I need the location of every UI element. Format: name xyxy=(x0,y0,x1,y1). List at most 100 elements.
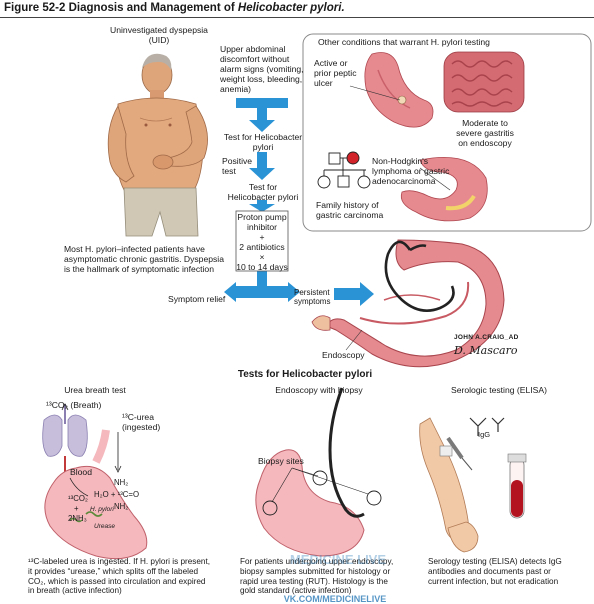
figure-title-text: Diagnosis and Management of xyxy=(68,2,235,14)
watermark-line-2: VK.COM/MEDICINELIVE xyxy=(283,594,387,604)
positive-test-text: Positive test xyxy=(222,156,262,176)
tests-heading: Tests for Helicobacter pylori xyxy=(237,369,373,380)
test2-line: Helicobacter pylori xyxy=(227,192,299,202)
urea-caption-line: it provides “urease,” which splits off t… xyxy=(28,566,199,576)
co2-breath-label: ¹³CO₂ (Breath) xyxy=(46,400,102,410)
urea-caption-line: in breath (active infection) xyxy=(28,586,122,596)
symptoms-line: discomfort without xyxy=(220,54,290,64)
ulcer-line: ulcer xyxy=(314,78,333,88)
urea-caption-line: ¹³C-labeled urea is ingested. If H. pylo… xyxy=(28,557,211,566)
test1-line: Test for Helicobacter xyxy=(223,132,303,142)
lymphoma-line: adenocarcinoma xyxy=(372,176,436,186)
elisa-caption-line: Serology testing (ELISA) detects IgG xyxy=(428,557,562,566)
gastritis-mucosa-illustration xyxy=(443,51,525,113)
illustrator-signature-2: D. Mascaro xyxy=(454,344,518,357)
persistent-line: Persistent xyxy=(294,288,330,297)
ulcer-stomach-illustration xyxy=(349,52,434,128)
test1-line: pylori xyxy=(252,142,274,152)
arrow-down-2 xyxy=(249,152,275,180)
gastritis-label: Moderate to severe gastritis on endoscop… xyxy=(444,118,526,148)
biopsy-caption-line: gold standard (active infection) xyxy=(240,586,352,596)
symptoms-text: Upper abdominal discomfort without alarm… xyxy=(220,44,312,94)
arrow-endoscopy xyxy=(334,282,374,306)
arrow-down-3 xyxy=(249,200,275,212)
symptoms-line: anemia) xyxy=(220,84,252,94)
c-urea-line: ¹³C-urea xyxy=(122,412,154,422)
conditions-box xyxy=(302,33,592,232)
elisa-caption-line: antibodies and documents past or xyxy=(428,566,551,576)
treatment-box xyxy=(235,210,289,272)
treatment-line: Proton pump xyxy=(237,212,287,222)
conditions-heading: Other conditions that warrant H. pylori … xyxy=(318,37,490,47)
figure-label: Figure 52-2 xyxy=(4,2,66,14)
lymphoma-label: Non-Hodgkin's lymphoma or gastric adenoc… xyxy=(372,156,472,186)
treatment-line: + xyxy=(259,232,265,242)
treatment-line: 2 antibiotics xyxy=(239,242,285,252)
urea-test-caption: ¹³C-labeled urea is ingested. If H. pylo… xyxy=(28,557,243,596)
urea-test-illustration xyxy=(42,403,148,560)
patient-caption-line: asymptomatic chronic gastritis. Dyspepsi… xyxy=(64,254,224,264)
water-co-label: H₂O + ¹³C=O xyxy=(94,490,140,499)
family-history-label: Family history of gastric carcinoma xyxy=(316,200,406,220)
biopsy-caption-line: For patients undergoing upper endoscopy, xyxy=(240,557,394,566)
flow-arrows xyxy=(224,98,374,306)
patient-caption-line: Most H. pylori–infected patients have xyxy=(64,244,205,254)
patient-caption-line: is the hallmark of symptomatic infection xyxy=(64,264,214,274)
elisa-heading: Serologic testing (ELISA) xyxy=(450,385,547,395)
ulcer-line: Active or xyxy=(314,58,348,68)
biopsy-caption-line: biopsy samples submitted for histology o… xyxy=(240,566,391,576)
illustrator-signature-1: JOHN A.CRAIG_AD xyxy=(454,334,519,341)
test1-text: Test for Helicobacter pylori xyxy=(218,132,308,152)
symptoms-line: alarm signs (vomiting, xyxy=(220,64,304,74)
co2-stomach-label: ¹³CO₂ xyxy=(68,494,88,503)
treatment-line: 10 to 14 days xyxy=(236,262,288,272)
test2-text: Test for Helicobacter pylori xyxy=(218,182,308,202)
family-line: Family history of xyxy=(316,200,379,210)
lymphoma-line: lymphoma or gastric xyxy=(372,166,450,176)
persistent-line: symptoms xyxy=(294,297,331,306)
treatment-line: × xyxy=(259,252,265,262)
gastritis-line: severe gastritis xyxy=(456,128,514,138)
title-divider xyxy=(0,17,594,18)
biopsy-heading: Endoscopy with biopsy xyxy=(275,385,363,395)
endoscopy-label: Endoscopy xyxy=(322,350,365,360)
nh2-top: NH₂ xyxy=(114,478,129,487)
persistent-symptoms-label: Persistent symptoms xyxy=(294,288,342,306)
figure-title: Figure 52-2 Diagnosis and Management of … xyxy=(4,2,345,14)
test2-line: Test for xyxy=(248,182,278,192)
family-line: gastric carcinoma xyxy=(316,210,384,220)
nh3-label: 2NH₃ xyxy=(68,514,87,523)
urea-caption-line: CO₂, which is passed into circulation an… xyxy=(28,576,206,586)
arrow-down-1 xyxy=(236,98,288,132)
biopsy-illustration xyxy=(255,387,382,557)
positive-line: test xyxy=(222,166,236,176)
elisa-illustration xyxy=(419,417,527,553)
figure-title-italic: Helicobacter pylori. xyxy=(237,2,345,14)
elisa-caption-line: current infection, but not eradication xyxy=(428,576,559,586)
ulcer-label: Active or prior peptic ulcer xyxy=(314,58,374,88)
watermark-line-1: MEDICINE LIVE xyxy=(289,552,387,567)
symptoms-line: weight loss, bleeding, xyxy=(220,74,303,84)
arrow-split xyxy=(224,270,300,302)
biopsy-caption: For patients undergoing upper endoscopy,… xyxy=(240,557,420,596)
lymphoma-line: Non-Hodgkin's xyxy=(372,156,429,166)
c-urea-label: ¹³C-urea (ingested) xyxy=(122,412,192,432)
h-pylori-label: H. pylori xyxy=(90,506,114,513)
positive-line: Positive xyxy=(222,156,253,166)
igg-label: IgG xyxy=(478,430,491,439)
gastritis-line: on endoscopy xyxy=(458,138,512,148)
biopsy-sites-label: Biopsy sites xyxy=(258,456,304,466)
uid-heading-line: Uninvestigated dyspepsia xyxy=(110,25,208,35)
carcinoma-stomach-illustration xyxy=(400,157,488,222)
plus-label: + xyxy=(74,504,79,513)
symptoms-line: Upper abdominal xyxy=(220,44,286,54)
urea-test-heading: Urea breath test xyxy=(64,385,126,395)
patient-caption: Most H. pylori–infected patients have as… xyxy=(64,244,249,274)
endoscopy-stomach-illustration xyxy=(311,239,505,368)
treatment-line: inhibitor xyxy=(246,222,278,232)
urease-label: Urease xyxy=(94,523,115,530)
ulcer-line: prior peptic xyxy=(314,68,357,78)
uid-heading-line: (UID) xyxy=(148,35,170,45)
family-pedigree-icon xyxy=(317,151,371,189)
